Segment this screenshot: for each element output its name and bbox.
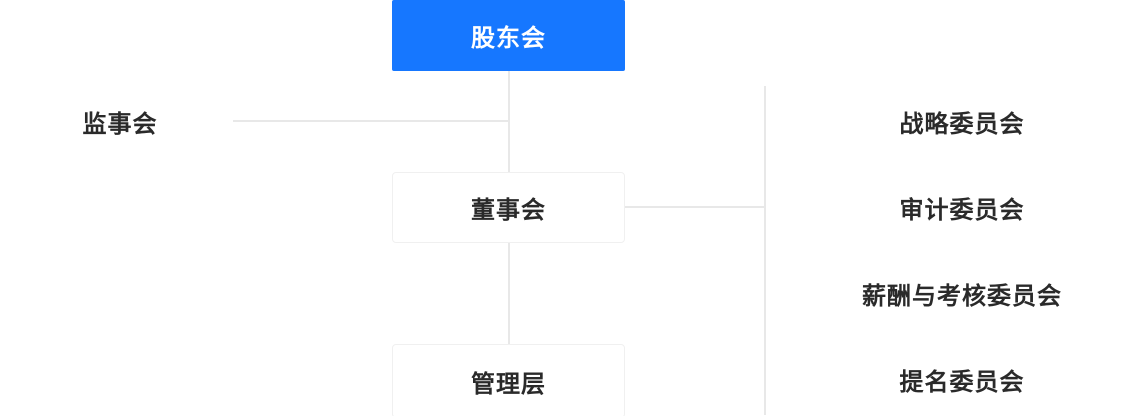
connector-committees-spine-line bbox=[764, 86, 766, 415]
node-committee-strategy: 战略委员会 bbox=[899, 111, 1025, 138]
node-committee-remuneration-assessment: 薪酬与考核委员会 bbox=[862, 283, 1062, 310]
node-committee-nomination: 提名委员会 bbox=[899, 369, 1025, 396]
node-supervisory-board: 监事会 bbox=[82, 111, 158, 138]
connector-supervisory-line bbox=[233, 120, 508, 122]
node-shareholders-meeting: 股东会 bbox=[392, 0, 625, 71]
node-board-of-directors: 董事会 bbox=[392, 172, 625, 243]
node-management-layer: 管理层 bbox=[392, 344, 625, 416]
node-committee-audit: 审计委员会 bbox=[899, 197, 1025, 224]
connector-board-to-committees-line bbox=[625, 206, 764, 208]
